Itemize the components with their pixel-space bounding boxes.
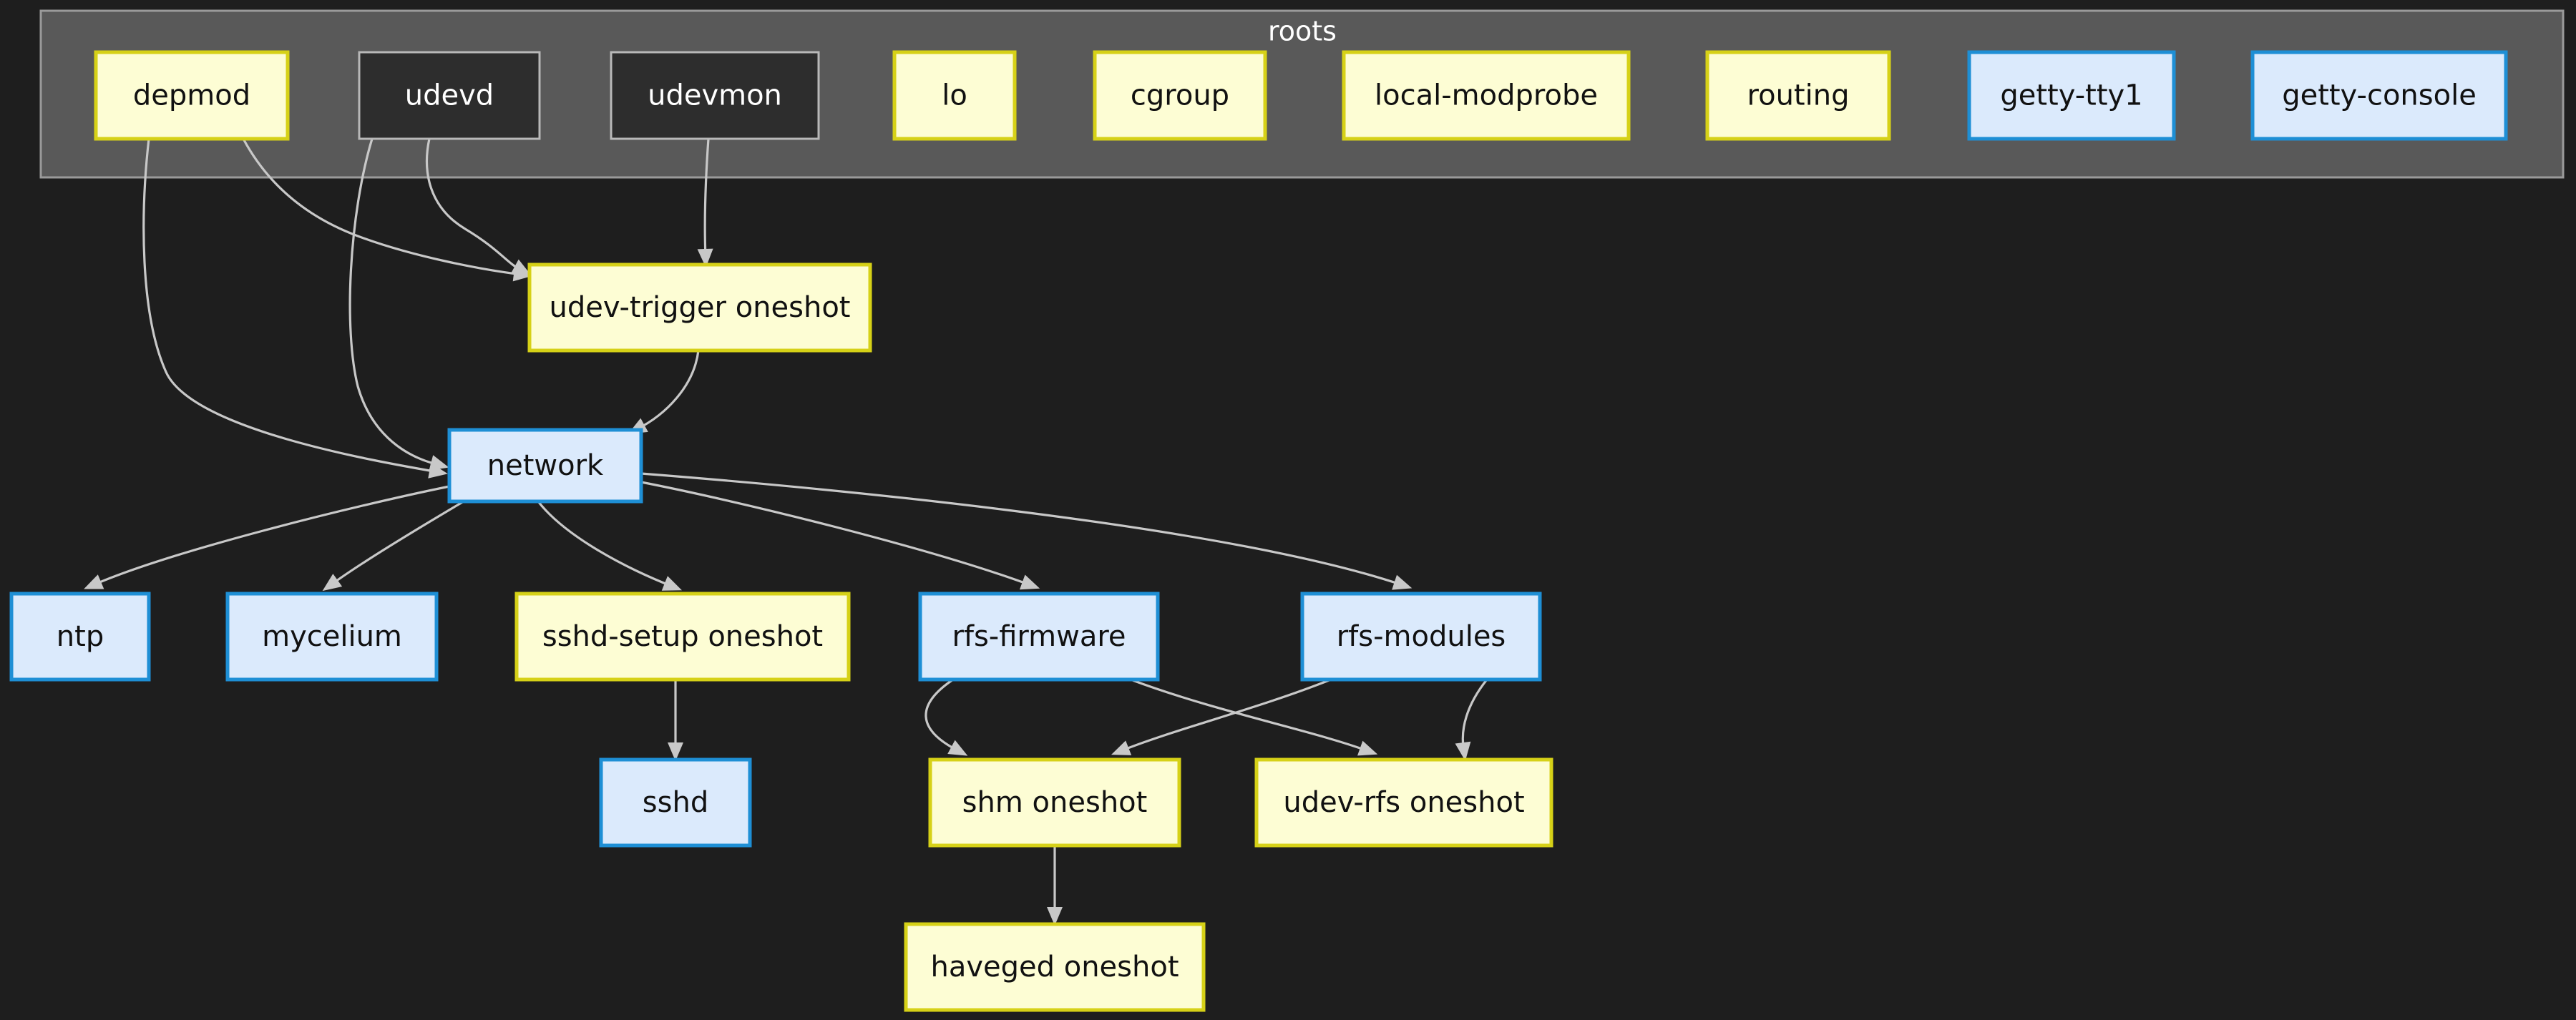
node-label-depmod: depmod [133,79,250,112]
node-udev-trigger[interactable]: udev-trigger oneshot [527,263,872,353]
node-box-ntp[interactable] [9,592,151,682]
node-rfs-firmware[interactable]: rfs-firmware [918,592,1160,682]
edge-rfs-firmware-to-udev-rfs [1130,678,1369,752]
node-label-rfs-firmware: rfs-firmware [952,620,1126,653]
node-box-sshd[interactable] [599,757,752,848]
node-label-sshd: sshd [643,786,708,819]
node-box-shm[interactable] [928,757,1181,848]
node-label-rfs-modules: rfs-modules [1337,620,1506,653]
node-box-depmod[interactable] [94,50,290,141]
node-label-ntp: ntp [57,620,104,653]
node-udevmon[interactable]: udevmon [610,51,820,140]
arrowhead [84,574,104,589]
arrowhead [947,740,968,756]
edge-layer [84,138,1488,926]
arrowhead [322,574,343,592]
node-mycelium[interactable]: mycelium [225,592,439,682]
node-label-getty-console: getty-console [2282,79,2477,112]
cluster-label-roots: roots [1268,16,1337,47]
arrowhead [511,259,532,275]
node-haveged[interactable]: haveged oneshot [904,922,1206,1012]
edge-rfs-firmware-to-shm [924,678,960,752]
node-box-udevmon[interactable] [610,51,820,140]
arrowhead [661,576,682,591]
node-label-routing: routing [1747,79,1850,112]
node-lo[interactable]: lo [892,50,1017,141]
node-box-getty-tty1[interactable] [1967,50,2176,141]
node-ntp[interactable]: ntp [9,592,151,682]
edge-rfs-modules-to-shm [1120,678,1332,752]
node-box-cgroup[interactable] [1093,50,1267,141]
edge-udev-trigger-to-network [636,350,700,431]
arrowhead [1392,574,1413,590]
arrowhead [1455,741,1471,761]
arrowhead [697,248,713,268]
node-depmod[interactable]: depmod [94,50,290,141]
node-box-mycelium[interactable] [225,592,439,682]
node-label-network: network [487,449,604,482]
node-box-udev-trigger[interactable] [527,263,872,353]
node-label-cgroup: cgroup [1131,79,1229,112]
node-box-udevd[interactable] [358,51,541,140]
node-routing[interactable]: routing [1705,50,1891,141]
node-box-rfs-modules[interactable] [1300,592,1542,682]
node-udevd[interactable]: udevd [358,51,541,140]
node-shm[interactable]: shm oneshot [928,757,1181,848]
node-label-haveged: haveged oneshot [930,951,1179,984]
node-sshd-setup[interactable]: sshd-setup oneshot [514,592,851,682]
node-label-udevd: udevd [405,79,494,112]
node-box-getty-console[interactable] [2250,50,2508,141]
node-local-modprobe[interactable]: local-modprobe [1342,50,1631,141]
node-layer: depmod udevd udevmon lo cgroup local-modprobe… [9,50,2508,1012]
arrowhead [1111,740,1132,755]
node-sshd[interactable]: sshd [599,757,752,848]
node-box-sshd-setup[interactable] [514,592,851,682]
node-label-udev-trigger: udev-trigger oneshot [550,291,851,324]
edge-network-to-rfs-firmware [640,481,1031,587]
node-label-lo: lo [942,79,967,112]
node-getty-tty1[interactable]: getty-tty1 [1967,50,2176,141]
edge-udevmon-to-udev-trigger [703,138,710,258]
arrowhead [1047,907,1063,926]
node-label-sshd-setup: sshd-setup oneshot [542,620,823,653]
edge-depmod-to-udev-trigger [242,138,523,276]
edge-network-to-sshd-setup [537,501,673,588]
node-box-routing[interactable] [1705,50,1891,141]
edge-network-to-ntp [92,485,450,587]
node-label-udev-rfs: udev-rfs oneshot [1283,786,1524,819]
node-box-local-modprobe[interactable] [1342,50,1631,141]
arrowhead [668,742,683,761]
node-label-getty-tty1: getty-tty1 [2000,79,2142,112]
edge-udevd-to-udev-trigger [425,138,523,272]
node-getty-console[interactable]: getty-console [2250,50,2508,141]
edge-network-to-mycelium [330,500,464,587]
edge-depmod-to-network [142,138,439,474]
node-network[interactable]: network [447,428,643,504]
arrowhead [1357,740,1378,756]
node-cgroup[interactable]: cgroup [1093,50,1267,141]
node-udev-rfs[interactable]: udev-rfs oneshot [1254,757,1553,848]
edge-rfs-modules-to-udev-rfs [1461,679,1488,752]
node-box-rfs-firmware[interactable] [918,592,1160,682]
node-rfs-modules[interactable]: rfs-modules [1300,592,1542,682]
edge-network-to-rfs-modules [640,472,1403,587]
node-label-shm: shm oneshot [962,786,1148,819]
edge-udevd-to-network [348,138,440,466]
node-label-udevmon: udevmon [648,79,782,112]
node-box-lo[interactable] [892,50,1017,141]
node-box-haveged[interactable] [904,922,1206,1012]
arrowhead [1019,574,1040,590]
arrowhead [429,455,449,471]
node-box-network[interactable] [447,428,643,504]
node-label-local-modprobe: local-modprobe [1375,79,1598,112]
node-box-udev-rfs[interactable] [1254,757,1553,848]
node-label-mycelium: mycelium [262,620,402,653]
